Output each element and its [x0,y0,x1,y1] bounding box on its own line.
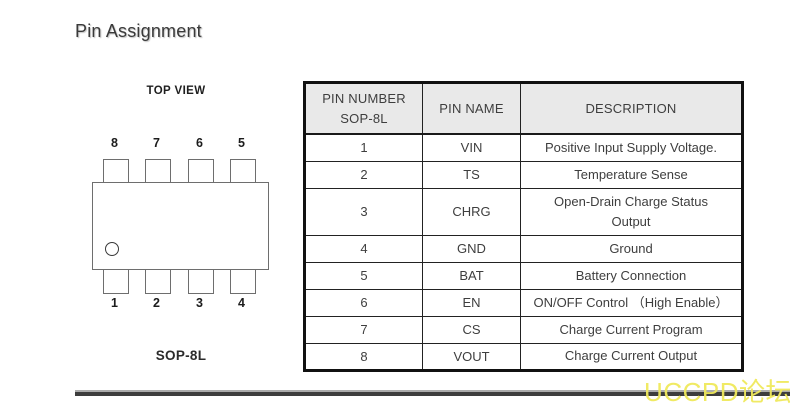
pin-number-label-3: 3 [196,296,203,310]
pin-name-cell: GND [422,234,521,263]
pin-number-cell: 6 [304,288,423,317]
table-row: 2 TS Temperature Sense [304,160,743,189]
header-description: DESCRIPTION [520,82,743,135]
table-row: 3 CHRG Open-Drain Charge Status Output [304,187,743,236]
pin-name-cell: CS [422,315,521,344]
table-row: 4 GND Ground [304,234,743,263]
header-pin-number-line1: PIN NUMBER [322,90,406,106]
pin-5 [230,159,256,186]
pin-description-cell: Charge Current Output [520,342,743,371]
pin-number-cell: 2 [304,160,423,189]
pin-1 [103,268,129,294]
table-row: 7 CS Charge Current Program [304,315,743,344]
table-header-row: PIN NUMBER SOP-8L PIN NAME DESCRIPTION [304,82,743,135]
pin-number-cell: 5 [304,261,423,290]
pin-name-cell: VIN [422,133,521,162]
header-pin-number: PIN NUMBER SOP-8L [304,82,423,135]
header-pin-number-line2: SOP-8L [340,110,388,126]
pin-number-cell: 1 [304,133,423,162]
pin-number-cell: 7 [304,315,423,344]
pin-number-cell: 4 [304,234,423,263]
footer-divider-dark-line [75,392,790,396]
pin-4 [230,268,256,294]
chip-body [92,182,269,270]
pin-description-cell: Battery Connection [520,261,743,290]
pin-2 [145,268,171,294]
pin-description-cell: ON/OFF Control （High Enable） [520,288,743,317]
pin-number-label-1: 1 [111,296,118,310]
pin-description-cell: Ground [520,234,743,263]
pin-name-cell: TS [422,160,521,189]
pin-number-label-5: 5 [238,136,245,150]
table-row: 8 VOUT Charge Current Output [304,342,743,371]
table-row: 5 BAT Battery Connection [304,261,743,290]
table-row: 1 VIN Positive Input Supply Voltage. [304,133,743,162]
pin-name-cell: BAT [422,261,521,290]
pin-number-label-7: 7 [153,136,160,150]
pin-6 [188,159,214,186]
pin-name-cell: VOUT [422,342,521,371]
pin-number-label-2: 2 [153,296,160,310]
pin-8 [103,159,129,186]
table-row: 6 EN ON/OFF Control （High Enable） [304,288,743,317]
footer-divider-light-line [75,390,790,392]
pin-number-label-6: 6 [196,136,203,150]
pin-1-indicator-dot [105,242,119,256]
pin-description-cell: Charge Current Program [520,315,743,344]
pin-description-cell: Temperature Sense [520,160,743,189]
pin-description-cell: Open-Drain Charge Status Output [520,187,743,236]
top-view-label: TOP VIEW [146,85,206,97]
pin-description-cell: Positive Input Supply Voltage. [520,133,743,162]
pin-number-label-4: 4 [238,296,245,310]
header-pin-name: PIN NAME [422,82,521,135]
pin-number-label-8: 8 [111,136,118,150]
pin-number-cell: 3 [304,187,423,236]
pin-name-cell: CHRG [422,187,521,236]
footer-divider-rule [75,390,790,396]
pin-name-cell: EN [422,288,521,317]
page-title: Pin Assignment [75,21,202,41]
pin-3 [188,268,214,294]
package-name-label: SOP-8L [155,348,207,363]
pin-assignment-table: PIN NUMBER SOP-8L PIN NAME DESCRIPTION 1… [303,81,744,372]
pin-number-cell: 8 [304,342,423,371]
watermark-text: UCCPD论坛 [644,377,790,407]
